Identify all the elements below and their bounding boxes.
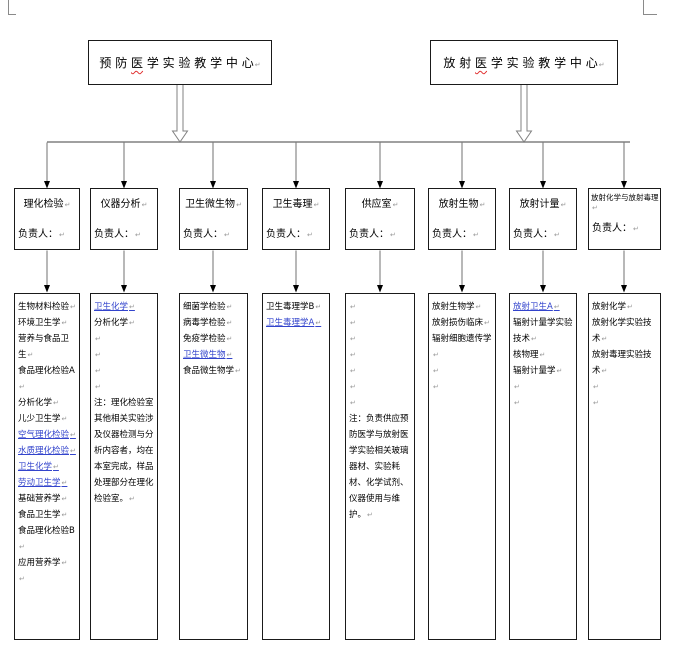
blank-line xyxy=(94,363,155,379)
blank-line xyxy=(94,347,155,363)
course-item: 环境卫生学 xyxy=(18,315,77,331)
title-text: 预 防 xyxy=(99,56,132,70)
detail-box-radiation-biology: 放射生物学放射损伤临床辐射细胞遗传学 xyxy=(428,293,496,640)
hollow-arrow-left xyxy=(171,85,189,143)
center-box-radiation: 放 射 医 学 实 验 教 学 中 心 xyxy=(430,40,618,85)
leader-label: 负责人： xyxy=(429,225,495,240)
lab-title: 理化检验 xyxy=(15,195,79,210)
course-link[interactable]: 卫生化学 xyxy=(94,299,155,315)
blank-line xyxy=(94,331,155,347)
detail-box-supply-room: 注：负责供应预防医学与放射医学实验相关玻璃器材、实验耗材、化学试剂、仪器使用与维… xyxy=(345,293,415,640)
course-item: 细菌学检验 xyxy=(183,299,245,315)
course-item: 分析化学 xyxy=(94,315,155,331)
lab-title: 卫生微生物 xyxy=(180,195,247,210)
course-item: 食品理化检验A xyxy=(18,363,77,395)
lab-box-health-toxicology: 卫生毒理 负责人： xyxy=(262,188,330,250)
detail-box-health-microbiology: 细菌学检验病毒学检验免疫学检验卫生微生物食品微生物学 xyxy=(179,293,248,640)
course-item: 基础营养学 xyxy=(18,491,77,507)
center-title-radiation: 放 射 医 学 实 验 教 学 中 心 xyxy=(443,54,604,71)
course-item: 放射生物学 xyxy=(432,299,493,315)
center-title-preventive: 预 防 医 学 实 验 教 学 中 心 xyxy=(99,54,260,71)
blank-line xyxy=(18,571,77,587)
lab-title: 放射计量 xyxy=(510,195,576,210)
blank-line xyxy=(349,395,412,411)
course-item: 放射损伤临床 xyxy=(432,315,493,331)
blank-line xyxy=(349,347,412,363)
blank-line xyxy=(349,331,412,347)
course-item: 应用营养学 xyxy=(18,555,77,571)
lab-box-radiochemistry-toxicology: 放射化学与放射毒理 负责人： xyxy=(588,188,661,250)
lab-title: 放射化学与放射毒理 xyxy=(589,192,660,212)
title-text: 学 实 验 教 学 中 心 xyxy=(487,56,598,70)
detail-box-health-toxicology: 卫生毒理学B卫生毒理学A xyxy=(262,293,330,640)
misspelled-char: 医 xyxy=(475,56,488,70)
course-item: 辐射计量学 xyxy=(513,363,574,379)
course-item: 辐射计量学实验技术 xyxy=(513,315,574,347)
blank-line xyxy=(349,363,412,379)
course-link[interactable]: 空气理化检验 xyxy=(18,427,77,443)
course-item: 儿少卫生学 xyxy=(18,411,77,427)
course-link[interactable]: 卫生毒理学A xyxy=(266,315,327,331)
course-item: 营养与食品卫生 xyxy=(18,331,77,363)
leader-label: 负责人： xyxy=(180,225,247,240)
crop-mark-top-right xyxy=(643,0,657,15)
blank-line xyxy=(592,395,658,411)
course-link[interactable]: 水质理化检验 xyxy=(18,443,77,459)
leader-label: 负责人： xyxy=(346,225,414,240)
course-item: 卫生毒理学B xyxy=(266,299,327,315)
blank-line xyxy=(513,395,574,411)
course-link[interactable]: 放射卫生A xyxy=(513,299,574,315)
detail-box-radiochemistry-toxicology: 放射化学放射化学实验技术放射毒理实验技术 xyxy=(588,293,661,640)
leader-label: 负责人： xyxy=(91,225,157,240)
leader-label: 负责人： xyxy=(15,225,79,240)
lab-box-radiation-measurement: 放射计量 负责人： xyxy=(509,188,577,250)
blank-line xyxy=(513,379,574,395)
course-item: 核物理 xyxy=(513,347,574,363)
hollow-arrow-right xyxy=(515,85,533,143)
detail-box-physical-chemical: 生物材料检验环境卫生学营养与食品卫生食品理化检验A分析化学儿少卫生学空气理化检验… xyxy=(14,293,80,640)
blank-line xyxy=(349,299,412,315)
leader-label: 负责人： xyxy=(510,225,576,240)
course-link[interactable]: 劳动卫生学 xyxy=(18,475,77,491)
note-text: 注：负责供应预防医学与放射医学实验相关玻璃器材、实验耗材、化学试剂、仪器使用与维… xyxy=(349,411,412,523)
course-item: 生物材料检验 xyxy=(18,299,77,315)
course-item: 放射化学 xyxy=(592,299,658,315)
lab-box-instrument-analysis: 仪器分析 负责人： xyxy=(90,188,158,250)
title-text: 放 射 xyxy=(443,56,476,70)
detail-box-radiation-measurement: 放射卫生A辐射计量学实验技术核物理辐射计量学 xyxy=(509,293,577,640)
course-link[interactable]: 卫生化学 xyxy=(18,459,77,475)
blank-line xyxy=(94,379,155,395)
center-box-preventive: 预 防 医 学 实 验 教 学 中 心 xyxy=(88,40,272,85)
leader-label: 负责人： xyxy=(589,219,660,234)
course-link[interactable]: 卫生微生物 xyxy=(183,347,245,363)
detail-box-instrument-analysis: 卫生化学分析化学注：理化检验室其他相关实验涉及仪器检测与分析内容者，均在本室完成… xyxy=(90,293,158,640)
lab-box-radiation-biology: 放射生物 负责人： xyxy=(428,188,496,250)
blank-line xyxy=(432,363,493,379)
lab-box-physical-chemical: 理化检验 负责人： xyxy=(14,188,80,250)
lab-title: 仪器分析 xyxy=(91,195,157,210)
title-text: 学 实 验 教 学 中 心 xyxy=(143,56,254,70)
crop-mark-top-left xyxy=(8,0,16,15)
lab-box-health-microbiology: 卫生微生物 负责人： xyxy=(179,188,248,250)
note-text: 注：理化检验室其他相关实验涉及仪器检测与分析内容者，均在本室完成，样品处理部分在… xyxy=(94,395,155,507)
blank-line xyxy=(592,379,658,395)
course-item: 辐射细胞遗传学 xyxy=(432,331,493,363)
leader-label: 负责人： xyxy=(263,225,329,240)
course-item: 食品微生物学 xyxy=(183,363,245,379)
course-item: 食品理化检验B xyxy=(18,523,77,555)
course-item: 病毒学检验 xyxy=(183,315,245,331)
course-item: 放射化学实验技术 xyxy=(592,315,658,347)
blank-line xyxy=(349,379,412,395)
blank-line xyxy=(432,379,493,395)
lab-title: 卫生毒理 xyxy=(263,195,329,210)
course-item: 分析化学 xyxy=(18,395,77,411)
course-item: 食品卫生学 xyxy=(18,507,77,523)
course-item: 免疫学检验 xyxy=(183,331,245,347)
blank-line xyxy=(349,315,412,331)
lab-title: 供应室 xyxy=(346,195,414,210)
misspelled-char: 医 xyxy=(131,56,144,70)
lab-box-supply-room: 供应室 负责人： xyxy=(345,188,415,250)
course-item: 放射毒理实验技术 xyxy=(592,347,658,379)
lab-title: 放射生物 xyxy=(429,195,495,210)
